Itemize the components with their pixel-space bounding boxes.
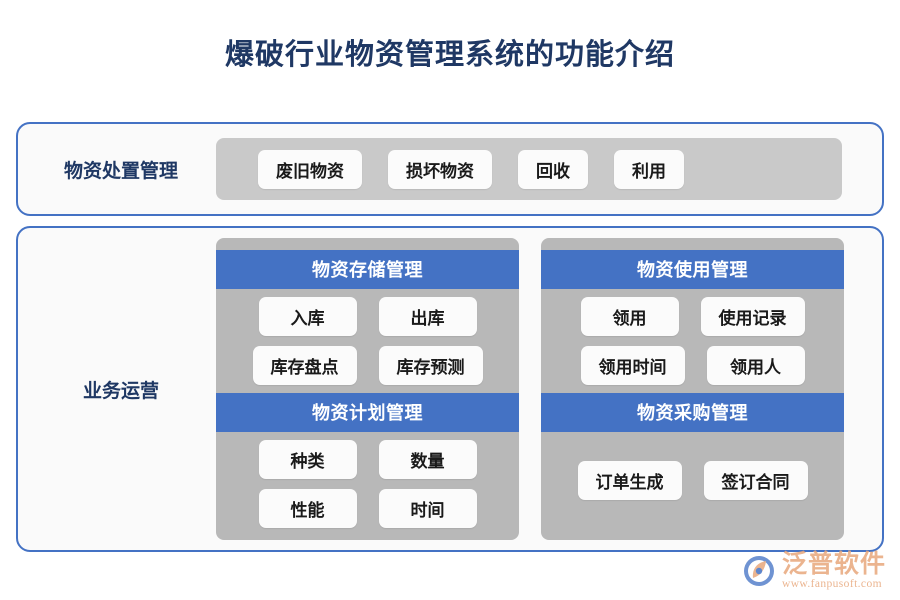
- column-usage-purchase: 物资使用管理 领用 使用记录 领用时间 领用人 物资采购管理 订单生成 签订合同: [541, 238, 844, 540]
- pill-plan-0[interactable]: 种类: [258, 440, 357, 479]
- group-body-usage: 领用 使用记录 领用时间 领用人: [541, 289, 844, 393]
- brand-logo: 泛普软件 www.fanpusoft.com: [742, 549, 886, 591]
- disposal-items-strip: 废旧物资 损坏物资 回收 利用: [216, 138, 842, 200]
- card-business-inner: 业务运营 物资存储管理 入库 出库 库存盘点 库存预测 物资计划管理 种类: [18, 228, 882, 550]
- logo-url: www.fanpusoft.com: [781, 577, 882, 590]
- pill-plan-1[interactable]: 数量: [378, 440, 477, 479]
- group-body-storage: 入库 出库 库存盘点 库存预测: [216, 289, 519, 393]
- group-header-purchase: 物资采购管理: [541, 393, 844, 432]
- group-plan-management: 物资计划管理 种类 数量 性能 时间: [216, 393, 519, 536]
- card-disposal-inner: 物资处置管理 废旧物资 损坏物资 回收 利用: [18, 124, 882, 214]
- section-label-disposal: 物资处置管理: [63, 160, 178, 182]
- logo-text-wrap: 泛普软件 www.fanpusoft.com: [781, 549, 886, 591]
- group-storage-management: 物资存储管理 入库 出库 库存盘点 库存预测: [216, 250, 519, 393]
- group-purchase-management: 物资采购管理 订单生成 签订合同: [541, 393, 844, 528]
- group-header-usage: 物资使用管理: [541, 250, 844, 289]
- group-body-purchase: 订单生成 签订合同: [541, 432, 844, 528]
- pill-usage-3[interactable]: 领用人: [706, 346, 805, 385]
- pill-plan-2[interactable]: 性能: [258, 489, 357, 528]
- logo-name: 泛普软件: [781, 549, 886, 578]
- section-label-business: 业务运营: [82, 380, 159, 402]
- group-body-plan: 种类 数量 性能 时间: [216, 432, 519, 536]
- pill-purchase-1[interactable]: 签订合同: [703, 460, 808, 500]
- business-columns: 物资存储管理 入库 出库 库存盘点 库存预测 物资计划管理 种类 数量 性能 时…: [216, 228, 882, 550]
- page-title: 爆破行业物资管理系统的功能介绍: [224, 39, 675, 71]
- pill-disposal-1[interactable]: 损坏物资: [388, 149, 492, 189]
- pill-storage-3[interactable]: 库存预测: [378, 346, 483, 385]
- fanpu-logo-icon: [742, 554, 776, 588]
- pill-disposal-2[interactable]: 回收: [518, 149, 588, 189]
- pill-usage-1[interactable]: 使用记录: [700, 297, 805, 336]
- card-disposal-management: 物资处置管理 废旧物资 损坏物资 回收 利用: [16, 122, 884, 216]
- pill-storage-2[interactable]: 库存盘点: [252, 346, 357, 385]
- pill-plan-3[interactable]: 时间: [378, 489, 477, 528]
- pill-storage-1[interactable]: 出库: [378, 297, 477, 336]
- pill-disposal-0[interactable]: 废旧物资: [258, 149, 362, 189]
- card-business-operations: 业务运营 物资存储管理 入库 出库 库存盘点 库存预测 物资计划管理 种类: [16, 226, 884, 552]
- group-header-storage: 物资存储管理: [216, 250, 519, 289]
- group-header-plan: 物资计划管理: [216, 393, 519, 432]
- pill-usage-0[interactable]: 领用: [580, 297, 679, 336]
- pill-storage-0[interactable]: 入库: [258, 297, 357, 336]
- pill-purchase-0[interactable]: 订单生成: [577, 460, 682, 500]
- group-usage-management: 物资使用管理 领用 使用记录 领用时间 领用人: [541, 250, 844, 393]
- pill-disposal-3[interactable]: 利用: [614, 149, 684, 189]
- column-storage-plan: 物资存储管理 入库 出库 库存盘点 库存预测 物资计划管理 种类 数量 性能 时…: [216, 238, 519, 540]
- pill-usage-2[interactable]: 领用时间: [580, 346, 685, 385]
